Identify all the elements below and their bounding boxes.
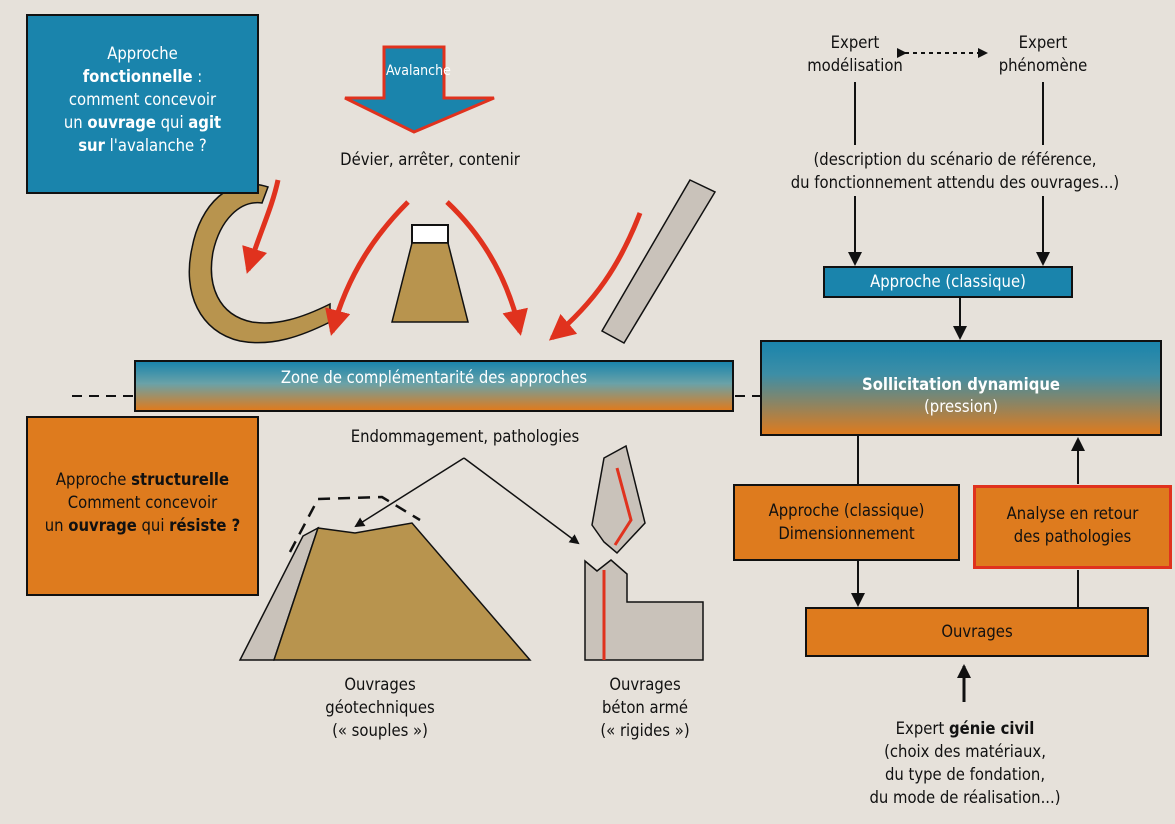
civil-l2: (choix des matériaux, xyxy=(884,742,1046,761)
avalanche-arrow-shape xyxy=(344,45,495,134)
sb-l3a: un xyxy=(44,516,69,535)
sb-l3d: résiste ? xyxy=(169,516,241,535)
dam-body-shape xyxy=(391,242,469,323)
concrete-top-shape xyxy=(591,444,646,555)
geotech-line1: Ouvrages xyxy=(344,675,416,694)
inclined-wall-shape xyxy=(600,179,717,345)
sizing-line2: Dimensionnement xyxy=(778,524,915,543)
civil-engineering-expert: Expert génie civil (choix des matériaux,… xyxy=(840,717,1090,809)
expert-phenomene: Expert phénomène xyxy=(968,31,1118,77)
fb-l4c: qui xyxy=(155,113,189,132)
horseshoe-dike-shape xyxy=(188,183,331,344)
functional-box-colon: : xyxy=(192,67,203,86)
fb-l4d: agit xyxy=(188,113,222,132)
sb-l1b: structurelle xyxy=(131,470,230,489)
geotech-line2: géotechniques xyxy=(325,698,435,717)
concrete-base-shape xyxy=(584,559,704,661)
rebar-top-line xyxy=(613,467,633,546)
sb-l3b: ouvrage xyxy=(68,516,137,535)
damage-arrow-right xyxy=(463,457,580,545)
concrete-line1: Ouvrages xyxy=(609,675,681,694)
expert-model-line1: Expert xyxy=(830,33,880,52)
concrete-works-label: Ouvrages béton armé (« rigides ») xyxy=(565,673,725,742)
scenario-line2: du fonctionnement attendu des ouvrages..… xyxy=(790,173,1120,192)
geotech-embankment-shape xyxy=(272,522,532,661)
zone-label: Zone de complémentarité des approches xyxy=(280,368,588,387)
expert-modelisation: Expert modélisation xyxy=(780,31,930,77)
dam-cap-shape xyxy=(411,224,449,244)
functional-approach-box: Approche fonctionnelle : comment concevo… xyxy=(26,14,259,194)
sb-l2: Comment concevoir xyxy=(67,493,218,512)
sb-l1a: Approche xyxy=(55,470,132,489)
feedback-analysis-box: Analyse en retour des pathologies xyxy=(973,485,1172,569)
complementarity-zone-band: Zone de complémentarité des approches xyxy=(134,360,734,412)
geotech-line3: (« souples ») xyxy=(332,721,428,740)
civil-l4: du mode de réalisation...) xyxy=(869,788,1061,807)
fb-l5b: l'avalanche ? xyxy=(104,136,207,155)
deviate-label: Dévier, arrêter, contenir xyxy=(340,150,520,169)
red-arrow-center xyxy=(445,200,528,336)
civil-l1a: Expert xyxy=(895,719,950,738)
avalanche-label: Avalanche xyxy=(386,63,451,79)
scenario-line1: (description du scénario de référence, xyxy=(813,150,1097,169)
sb-l3c: qui xyxy=(136,516,170,535)
feedback-line1: Analyse en retour xyxy=(1006,504,1139,523)
dynamic-load-box: Sollicitation dynamique (pression) xyxy=(760,340,1162,436)
geotech-works-label: Ouvrages géotechniques (« souples ») xyxy=(300,673,460,742)
classic-approach-top-box: Approche (classique) xyxy=(823,266,1073,298)
fb-l4a: un xyxy=(63,113,88,132)
functional-box-line1: Approche xyxy=(107,44,178,63)
structural-approach-box: Approche structurelle Comment concevoir … xyxy=(26,416,259,596)
dynamic-load-subtitle: (pression) xyxy=(924,397,998,416)
expert-model-line2: modélisation xyxy=(807,56,903,75)
feedback-line2: des pathologies xyxy=(1013,527,1132,546)
expert-phen-line1: Expert xyxy=(1018,33,1068,52)
scenario-description: (description du scénario de référence, d… xyxy=(760,148,1150,194)
classic-approach-sizing-box: Approche (classique) Dimensionnement xyxy=(733,484,960,561)
damage-label: Endommagement, pathologies xyxy=(350,427,580,446)
functional-box-line3: comment concevoir xyxy=(68,90,217,109)
sizing-line1: Approche (classique) xyxy=(768,501,925,520)
expert-phen-line2: phénomène xyxy=(998,56,1088,75)
concrete-line3: (« rigides ») xyxy=(600,721,690,740)
civil-l1b: génie civil xyxy=(949,719,1035,738)
works-box: Ouvrages xyxy=(805,607,1149,657)
functional-box-keyword: fonctionnelle xyxy=(82,67,193,86)
concrete-line2: béton armé xyxy=(601,698,689,717)
damage-arrow-left xyxy=(354,457,465,528)
red-arrow-horseshoe xyxy=(242,179,281,274)
red-arrow-right xyxy=(548,212,643,341)
fb-l5a: sur xyxy=(78,136,105,155)
dynamic-load-title: Sollicitation dynamique xyxy=(862,375,1060,394)
civil-l3: du type de fondation, xyxy=(884,765,1046,784)
fb-l4b: ouvrage xyxy=(87,113,156,132)
red-arrow-left xyxy=(325,200,410,336)
geotech-original-outline xyxy=(288,495,421,553)
